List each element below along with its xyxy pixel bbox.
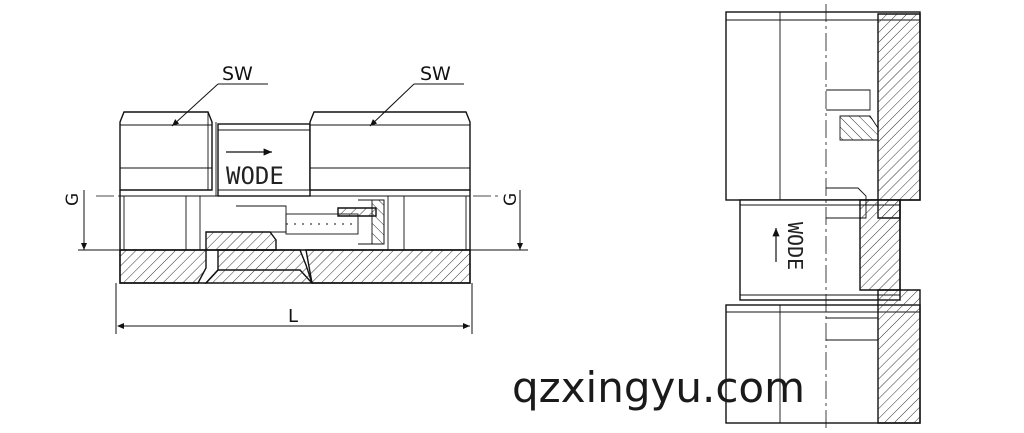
length-label: L — [288, 306, 298, 327]
seat — [205, 231, 277, 251]
left-hex-nut — [119, 111, 213, 191]
end-hatch-bottom — [877, 289, 921, 424]
g-label-left: G — [63, 193, 83, 206]
hatched-wall-mid — [204, 249, 313, 284]
hatched-wall-left — [119, 249, 207, 284]
side-view — [96, 111, 500, 284]
watermark-text: qzxingyu.com — [512, 363, 805, 412]
central-body — [217, 123, 311, 197]
brand-mark-side: WODE — [226, 162, 284, 190]
sw-leaders — [171, 83, 464, 127]
spring — [285, 213, 359, 235]
right-hex-nut — [309, 111, 471, 191]
end-view — [725, 4, 921, 430]
end-hatch-top — [877, 13, 921, 219]
l-dimension — [115, 283, 473, 334]
brand-mark-end: WODE — [783, 222, 807, 270]
spring-retainer — [337, 207, 377, 217]
g-dimensions — [78, 190, 528, 251]
sw-label-left: SW — [222, 63, 253, 85]
sw-label-right: SW — [420, 63, 451, 85]
g-label-right: G — [501, 193, 521, 206]
hatched-wall-right — [305, 249, 471, 284]
end-poppet — [839, 115, 879, 141]
